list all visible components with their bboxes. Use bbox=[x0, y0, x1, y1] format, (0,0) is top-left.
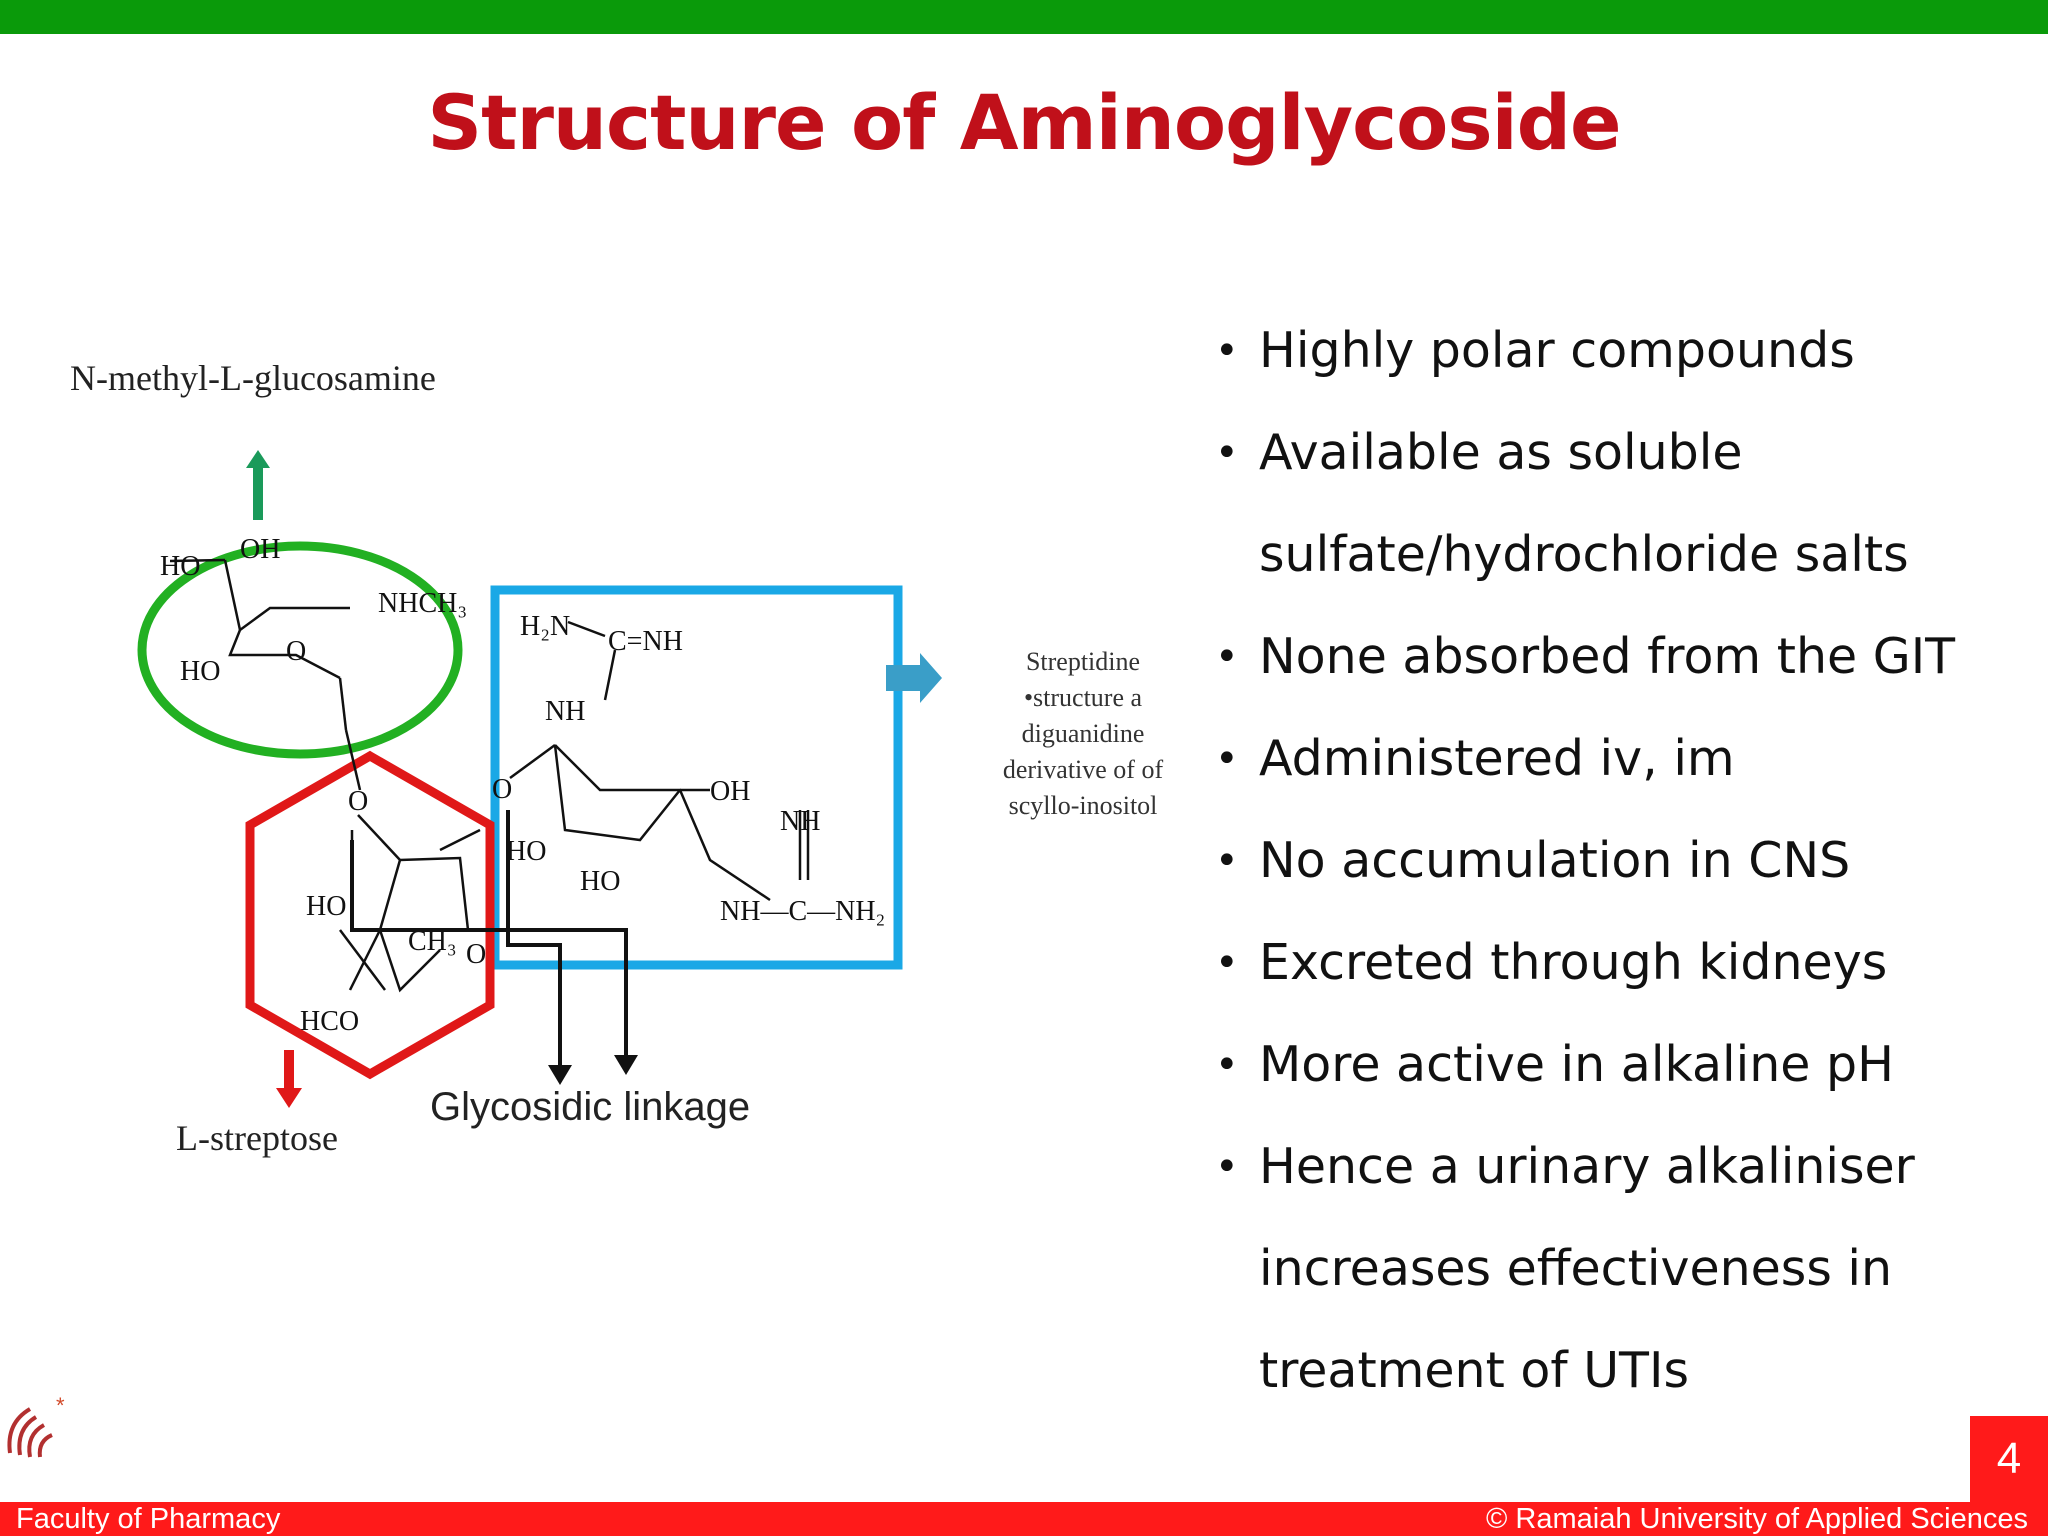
streptidine-h2n: H₂N bbox=[520, 611, 570, 642]
bullet-item: No accumulation in CNS bbox=[1215, 810, 2025, 912]
streptidine-note-line-3: diguanidine bbox=[1022, 719, 1145, 748]
top-accent-bar bbox=[0, 0, 2048, 34]
streptidine-box bbox=[490, 585, 903, 970]
glucosamine-ho-bottom: HO bbox=[180, 656, 220, 687]
footer-faculty: Faculty of Pharmacy bbox=[16, 1503, 281, 1535]
streptidine-arrow bbox=[886, 653, 942, 703]
glucosamine-ring bbox=[169, 558, 350, 731]
bullet-continuation: sulfate/hydrochloride salts bbox=[1259, 526, 1909, 583]
streptidine-note-line-5: scyllo-inositol bbox=[1009, 791, 1158, 820]
footer-copyright: © Ramaiah University of Applied Sciences bbox=[1485, 1503, 2028, 1535]
streptose-label: L-streptose bbox=[176, 1118, 338, 1158]
streptose-hexagon bbox=[245, 750, 495, 1080]
streptidine-c-nh: C=NH bbox=[608, 626, 683, 657]
bullet-continuation: increases effectiveness in bbox=[1259, 1240, 1893, 1297]
university-logo: * bbox=[7, 1393, 65, 1458]
footer-bar: Faculty of Pharmacy © Ramaiah University… bbox=[0, 1502, 2048, 1536]
guanidine-nh-c-nh2: NH—C—NH₂ bbox=[720, 896, 885, 927]
glycosidic-linkage-lines bbox=[350, 810, 628, 1070]
bullet-item: Hence a urinary alkaliniser bbox=[1215, 1116, 2025, 1218]
bullet-continuation: treatment of UTIs bbox=[1259, 1342, 1689, 1399]
streptose-ring-oxygen: O bbox=[466, 939, 486, 970]
streptidine-ho-left: HO bbox=[506, 836, 546, 867]
streptose-link-oxygen: O bbox=[348, 786, 368, 817]
streptidine-ring bbox=[509, 620, 810, 902]
glycosidic-linkage-label: Glycosidic linkage bbox=[430, 1085, 750, 1129]
bullet-item: Available as soluble bbox=[1215, 402, 2025, 504]
streptidine-ho-mid: HO bbox=[580, 866, 620, 897]
streptose-arrow bbox=[276, 1050, 302, 1108]
streptidine-note-line-1: Streptidine bbox=[1026, 647, 1140, 676]
bullet-item: None absorbed from the GIT bbox=[1215, 606, 2025, 708]
streptidine-note-line-2: •structure a bbox=[1024, 683, 1143, 712]
guanidine-nh: NH bbox=[780, 806, 820, 837]
aminoglycoside-structure-diagram: N-methyl-L-glucosamine HO OH NHCH₃ HO O … bbox=[70, 358, 1164, 1158]
glucosamine-label: N-methyl-L-glucosamine bbox=[70, 358, 436, 398]
bullet-item: More active in alkaline pH bbox=[1215, 1014, 2025, 1116]
streptose-ring bbox=[339, 729, 481, 993]
glucosamine-oh: OH bbox=[240, 534, 280, 565]
glucosamine-ring-oxygen: O bbox=[286, 636, 306, 667]
bullet-list: Highly polar compounds Available as solu… bbox=[1215, 300, 2025, 1422]
streptose-hco: HCO bbox=[300, 1006, 359, 1037]
glucosamine-arrow bbox=[246, 450, 270, 520]
bullet-item: Highly polar compounds bbox=[1215, 300, 2025, 402]
bullet-item: Excreted through kidneys bbox=[1215, 912, 2025, 1014]
streptidine-oxygen: O bbox=[492, 774, 512, 805]
glycosidic-arrow-right bbox=[614, 1055, 638, 1075]
glycosidic-arrow-left bbox=[548, 1065, 572, 1085]
glucosamine-ellipse bbox=[137, 541, 463, 759]
page-number: 4 bbox=[1970, 1416, 2048, 1502]
streptidine-oh: OH bbox=[710, 776, 750, 807]
svg-text:*: * bbox=[56, 1393, 65, 1418]
nhch3-group: NHCH₃ bbox=[378, 588, 467, 619]
bullet-item: Administered iv, im bbox=[1215, 708, 2025, 810]
streptidine-note-line-4: derivative of of bbox=[1003, 755, 1164, 784]
streptidine-nh: NH bbox=[545, 696, 585, 727]
slide-title: Structure of Aminoglycoside bbox=[427, 78, 1621, 167]
streptose-ho: HO bbox=[306, 891, 346, 922]
glucosamine-ho-top: HO bbox=[160, 551, 200, 582]
